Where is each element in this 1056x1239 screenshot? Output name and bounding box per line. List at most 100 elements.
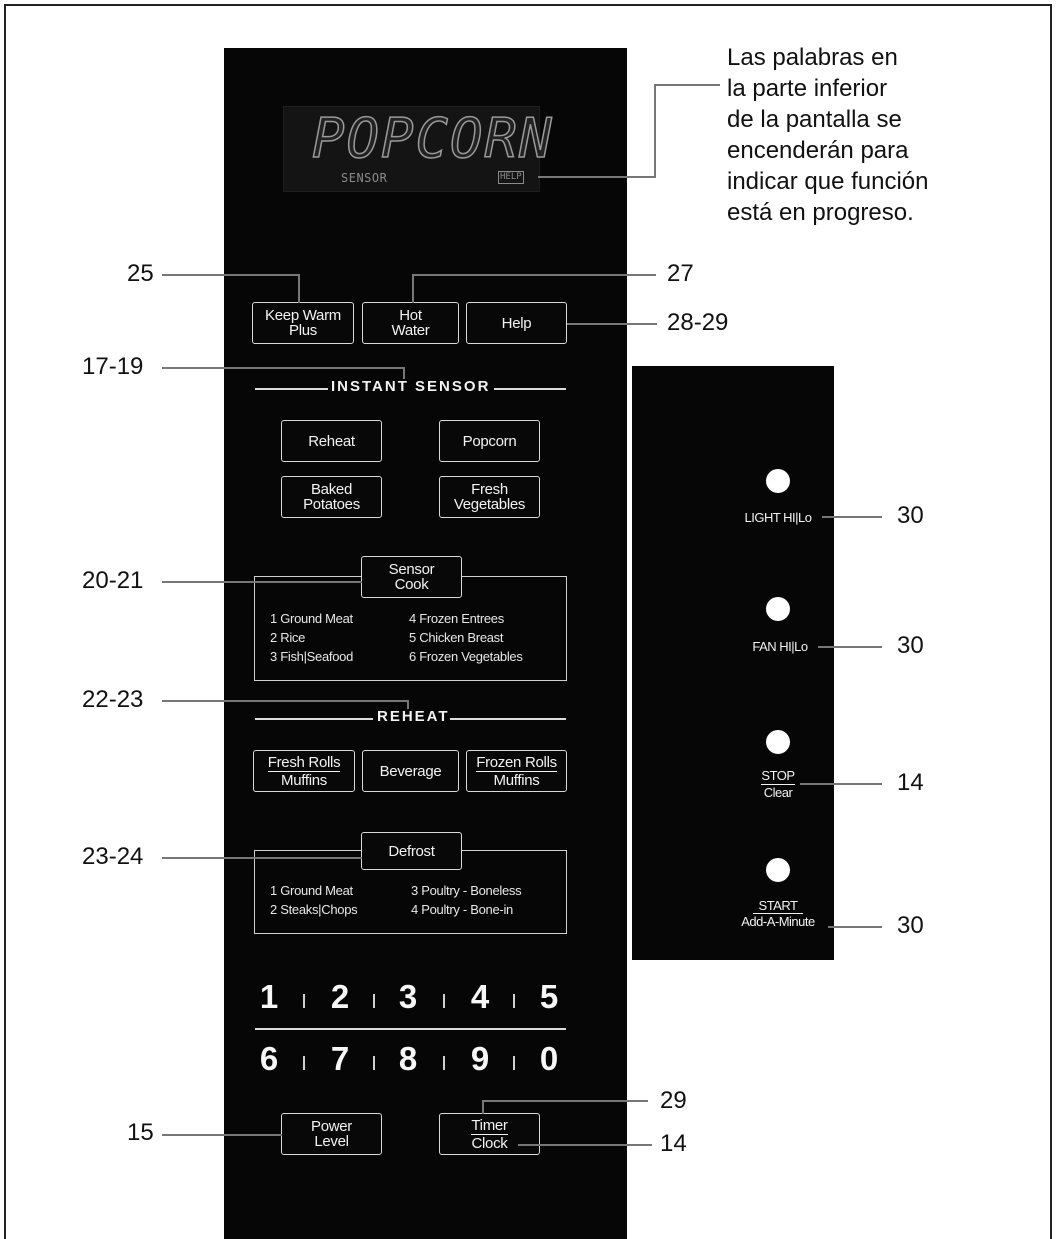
defrost-button[interactable]: Defrost (361, 832, 462, 870)
instant-sensor-rule-left (255, 388, 328, 390)
keep-warm-label-line2: Plus (289, 322, 317, 339)
beverage-button[interactable]: Beverage (362, 750, 459, 792)
fresh-vegetables-button[interactable]: Fresh Vegetables (439, 476, 540, 518)
caption-line: la parte inferior (727, 75, 888, 102)
defrost-list-left: 1 Ground Meat 2 Steaks|Chops (270, 881, 358, 919)
caption-leader-vertical (654, 84, 656, 177)
callout-instant-sensor-line (162, 367, 404, 369)
fresh-rolls-muffins-button[interactable]: Fresh Rolls Muffins (253, 750, 355, 792)
display-caption: Las palabras en la parte inferior de la … (727, 42, 1047, 228)
number-key-9[interactable]: 9 (470, 1040, 490, 1077)
hot-water-button[interactable]: Hot Water (362, 302, 459, 344)
sensor-cook-list-right: 4 Frozen Entrees 5 Chicken Breast 6 Froz… (409, 609, 523, 666)
fresh-veg-label-line2: Vegetables (453, 496, 526, 513)
start-add-a-minute-button[interactable]: START Add-A-Minute (728, 898, 828, 929)
number-key-3[interactable]: 3 (398, 978, 418, 1015)
frozen-rolls-muffins-button[interactable]: Frozen Rolls Muffins (466, 750, 567, 792)
power-label-line2: Level (314, 1133, 349, 1150)
power-label-line1: Power (310, 1118, 353, 1135)
clear-label-bottom: Clear (763, 785, 793, 800)
display-help-indicator: HELP (498, 171, 524, 184)
callout-help: 28-29 (667, 309, 729, 336)
popcorn-label: Popcorn (462, 432, 517, 450)
display-screen: POPCORN SENSOR HELP (283, 106, 554, 192)
baked-label-line1: Baked (310, 481, 353, 498)
callout-clock-line (518, 1144, 652, 1146)
callout-hot-water: 27 (667, 260, 694, 287)
number-key-5[interactable]: 5 (539, 978, 559, 1015)
callout-reheat-line (162, 700, 408, 702)
timer-label-top: Timer (471, 1116, 508, 1135)
sensor-cook-label-line1: Sensor (388, 561, 435, 578)
number-key-1[interactable]: 1 (259, 978, 279, 1015)
callout-light-line (822, 516, 882, 518)
display-sensor-indicator: SENSOR (341, 171, 388, 185)
baked-label-line2: Potatoes (303, 496, 360, 513)
fan-button[interactable]: FAN HI|Lo (752, 639, 808, 654)
list-item: 2 Steaks|Chops (270, 902, 358, 917)
baked-potatoes-button[interactable]: Baked Potatoes (281, 476, 382, 518)
right-control-panel (632, 366, 834, 960)
callout-stop-line (800, 783, 882, 785)
callout-timer-line (482, 1100, 648, 1102)
callout-fan: 30 (897, 632, 924, 659)
stop-clear-button[interactable]: STOP Clear (748, 768, 808, 800)
reheat-header: REHEAT (377, 708, 450, 725)
callout-keep-warm: 25 (127, 260, 154, 287)
fan-indicator-icon (766, 597, 790, 621)
number-key-2[interactable]: 2 (330, 978, 350, 1015)
sensor-cook-label-line2: Cook (394, 576, 429, 593)
caption-leader-bottom (538, 176, 656, 178)
callout-fan-line (818, 646, 882, 648)
number-separator (373, 1056, 375, 1070)
frozen-rolls-label-top: Frozen Rolls (476, 753, 557, 772)
sensor-cook-button[interactable]: Sensor Cook (361, 556, 462, 598)
callout-reheat: 22-23 (82, 686, 144, 713)
caption-leader-top (654, 84, 720, 86)
callout-clock: 14 (660, 1130, 687, 1157)
reheat-sensor-button[interactable]: Reheat (281, 420, 382, 462)
callout-hot-water-drop (412, 274, 414, 303)
callout-start-line (828, 926, 882, 928)
display-main-text: POPCORN (311, 106, 554, 171)
number-key-8[interactable]: 8 (398, 1040, 418, 1077)
clock-label-bottom: Clock (471, 1134, 508, 1152)
number-key-4[interactable]: 4 (470, 978, 490, 1015)
callout-stop: 14 (897, 769, 924, 796)
list-item: 1 Ground Meat (270, 883, 353, 898)
callout-sensor-cook-line (162, 581, 362, 583)
number-key-7[interactable]: 7 (330, 1040, 350, 1077)
add-a-minute-label-bottom: Add-A-Minute (741, 914, 815, 929)
help-button[interactable]: Help (466, 302, 567, 344)
callout-hot-water-line (412, 274, 656, 276)
reheat-label: Reheat (308, 432, 355, 450)
instant-sensor-header: INSTANT SENSOR (331, 378, 491, 395)
number-pad-divider (255, 1028, 566, 1030)
light-button[interactable]: LIGHT HI|Lo (744, 510, 813, 525)
start-indicator-icon (766, 858, 790, 882)
number-separator (513, 994, 515, 1008)
caption-line: encenderán para (727, 137, 909, 164)
number-separator (443, 1056, 445, 1070)
help-label: Help (501, 314, 532, 332)
number-separator (513, 1056, 515, 1070)
power-level-button[interactable]: Power Level (281, 1113, 382, 1155)
callout-timer-drop (482, 1100, 484, 1114)
callout-start: 30 (897, 912, 924, 939)
list-item: 3 Poultry - Boneless (411, 883, 522, 898)
caption-line: está en progreso. (727, 199, 914, 226)
hot-water-label-line2: Water (391, 322, 430, 339)
defrost-list-right: 3 Poultry - Boneless 4 Poultry - Bone-in (411, 881, 522, 919)
number-separator (303, 1056, 305, 1070)
callout-defrost-line (162, 857, 362, 859)
popcorn-button[interactable]: Popcorn (439, 420, 540, 462)
list-item: 5 Chicken Breast (409, 630, 504, 645)
number-key-6[interactable]: 6 (259, 1040, 279, 1077)
timer-clock-button[interactable]: Timer Clock (439, 1113, 540, 1155)
number-separator (373, 994, 375, 1008)
number-key-0[interactable]: 0 (539, 1040, 559, 1077)
keep-warm-plus-button[interactable]: Keep Warm Plus (252, 302, 354, 344)
caption-line: de la pantalla se (727, 106, 902, 133)
instant-sensor-rule-right (494, 388, 566, 390)
light-indicator-icon (766, 469, 790, 493)
